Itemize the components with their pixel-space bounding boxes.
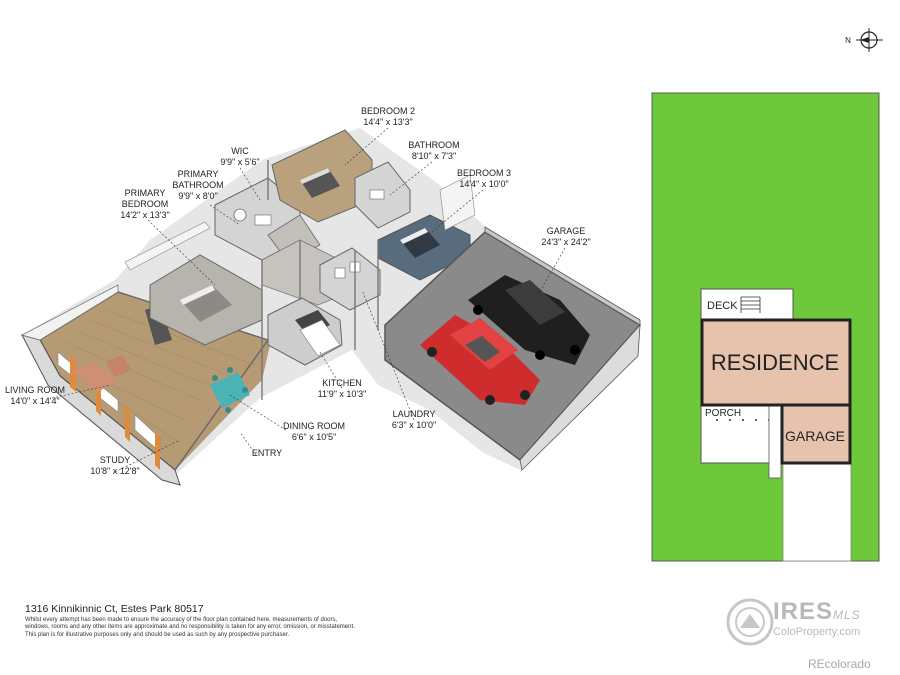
study-dims: 10'8" x 12'8": [90, 466, 139, 476]
wic-dims: 9'9" x 5'6": [220, 157, 259, 167]
garage-dims: 24'3" x 24'2": [541, 237, 590, 247]
primary-bedroom-label-2: BEDROOM: [122, 199, 169, 209]
bedroom-2-dims: 14'4" x 13'3": [363, 117, 412, 127]
entry-label: ENTRY: [252, 448, 282, 458]
primary-bathroom-dims: 9'9" x 8'0": [178, 191, 217, 201]
porch: [700, 399, 780, 464]
compass-icon: [856, 28, 883, 52]
kitchen-label: KITCHEN: [322, 378, 362, 388]
red-car-icon: [420, 315, 540, 405]
bedroom-3-label: BEDROOM 3: [457, 168, 511, 178]
ires-brand-suffix: MLS: [833, 608, 861, 622]
site-plan: [651, 92, 880, 562]
dining-room-label: DINING ROOM: [283, 421, 345, 431]
black-car-icon: [468, 275, 590, 365]
dining-room-dims: 6'6" x 10'5": [292, 432, 336, 442]
laundry-label: LAUNDRY: [393, 409, 436, 419]
garage-label: GARAGE: [547, 226, 586, 236]
primary-bathroom-label-1: PRIMARY: [178, 169, 219, 179]
residence: [700, 318, 852, 407]
deck: [700, 288, 794, 321]
laundry-dims: 6'3" x 10'0": [392, 420, 436, 430]
bedroom-2-label: BEDROOM 2: [361, 106, 415, 116]
deck-label: DECK: [707, 300, 738, 312]
wic-label: WIC: [231, 146, 249, 156]
driveway: [782, 462, 852, 562]
label-leaders: [51, 127, 566, 473]
primary-bedroom-label-1: PRIMARY: [125, 188, 166, 198]
kitchen-dims: 11'9" x 10'3": [318, 389, 367, 399]
residence-label: RESIDENCE: [711, 350, 839, 375]
primary-bedroom-dims: 14'2" x 13'3": [120, 210, 169, 220]
compass-north-label: N: [845, 36, 851, 45]
ires-brand-text: IRES: [773, 598, 834, 625]
bathroom-label: BATHROOM: [408, 140, 459, 150]
living-room-dims: 14'0" x 14'4": [10, 396, 59, 406]
recolorado-watermark: REcolorado: [808, 657, 871, 671]
deck-stairs-icon: [740, 296, 761, 313]
floorplan-3d: [20, 128, 642, 486]
primary-bathroom-label-2: BATHROOM: [172, 180, 223, 190]
site-garage-label: GARAGE: [785, 428, 845, 444]
property-address: 1316 Kinnikinnic Ct, Estes Park 80517: [25, 603, 204, 615]
disclaimer-line-1: Whilst every attempt has been made to en…: [25, 617, 338, 623]
bedroom-3-dims: 14'4" x 10'0": [459, 179, 508, 189]
living-room-label: LIVING ROOM: [5, 385, 65, 395]
disclaimer-line-3: This plan is for illustrative purposes o…: [25, 632, 290, 638]
site-garage: [780, 403, 852, 465]
study-label: STUDY: [100, 455, 131, 465]
disclaimer-line-2: windows, rooms and any other items are a…: [25, 624, 355, 630]
porch-label: PORCH: [705, 408, 741, 419]
ires-url: ColoProperty.com: [773, 626, 861, 638]
bathroom-dims: 8'10" x 7'3": [412, 151, 456, 161]
ires-logo-icon: [726, 598, 774, 646]
ires-brand: IRESMLS: [773, 598, 861, 626]
